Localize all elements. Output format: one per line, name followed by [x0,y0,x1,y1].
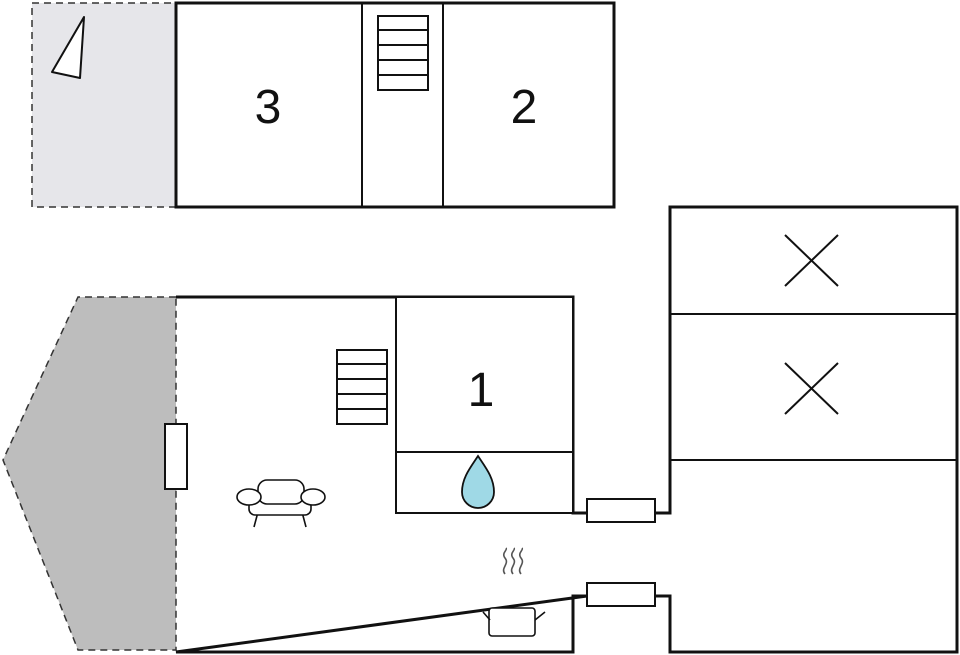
bed-cross-icon [784,234,839,287]
stairs-icon [336,349,388,425]
window-icon [586,582,656,607]
room-1-label: 1 [468,364,495,417]
cooking-pot-icon [482,547,546,637]
room-2-label: 2 [511,81,538,134]
window-icon [586,498,656,523]
window-icon [164,423,188,490]
upper-terrace [31,2,177,208]
room-1 [395,296,574,453]
bed-cross-icon [784,362,839,415]
compass-icon [51,16,85,79]
ground-floor: 1 [2,205,959,654]
lower-terrace [2,296,177,651]
upper-floor: 3 2 [31,1,616,209]
room-3-label: 3 [255,81,282,134]
water-drop-icon [461,454,495,509]
stairs-icon [377,15,429,91]
armchair-icon [236,479,326,528]
